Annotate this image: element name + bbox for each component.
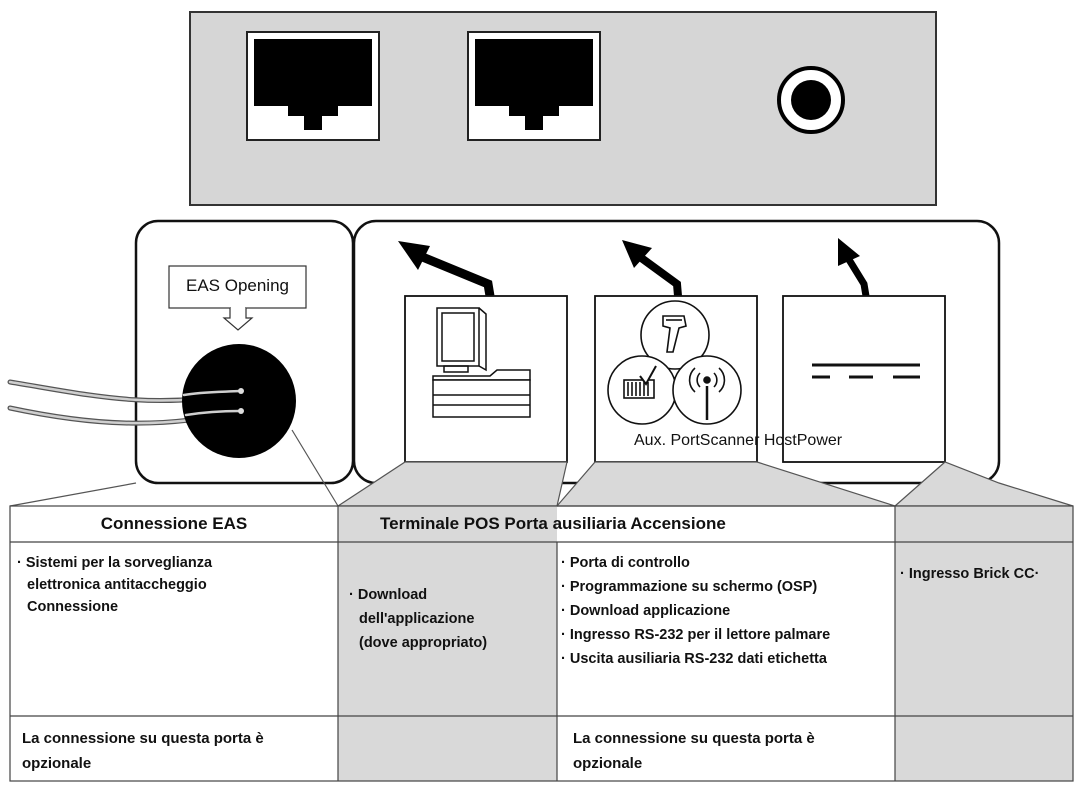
- aux-optional-note: La connessione su questa porta è opziona…: [573, 726, 815, 776]
- pos-feature-line: dell'applicazione: [359, 611, 475, 627]
- eas-cable-end-icon: [182, 389, 242, 417]
- header-eas-connection: Connessione EAS: [100, 514, 248, 533]
- aux-feature-line: · Uscita ausiliaria RS-232 dati etichett…: [561, 651, 827, 667]
- arrow-to-pos-port-icon: [398, 241, 495, 297]
- note-line: La connessione su questa porta è: [573, 730, 815, 747]
- power-features-cell: · Ingresso Brick CC·: [900, 563, 1039, 585]
- aux-features-cell: · Porta di controllo · Programmazione su…: [561, 551, 830, 671]
- header-pos-aux-power: Terminale POS Porta ausiliaria Accension…: [380, 514, 726, 533]
- eas-optional-note: La connessione su questa porta è opziona…: [22, 726, 264, 776]
- dc-power-symbol-icon: [812, 363, 920, 379]
- pos-feature-line: · Download: [349, 587, 428, 603]
- eas-opening-disc: [182, 344, 296, 458]
- aux-feature-line: · Programmazione su schermo (OSP): [561, 579, 818, 595]
- port-labels-text: Aux. PortScanner HostPower: [634, 432, 843, 449]
- note-line: opzionale: [22, 755, 92, 772]
- power-feature-line: · Ingresso Brick CC·: [900, 566, 1040, 582]
- pos-features-cell: · Download dell'applicazione (dove appro…: [349, 583, 487, 655]
- perspective-lines: [9, 429, 1074, 507]
- eas-features-cell: · Sistemi per la sorveglianza elettronic…: [17, 552, 212, 618]
- aux-feature-line: · Ingresso RS-232 per il lettore palmare: [561, 627, 831, 643]
- arrow-to-power-jack-icon: [838, 238, 870, 297]
- eas-feature-line: elettronica antitaccheggio: [27, 577, 207, 593]
- feature-table: [9, 505, 1074, 782]
- scanner-host-icon: [607, 300, 742, 425]
- eas-feature-line: Connessione: [27, 599, 119, 615]
- arrow-to-aux-port-icon: [622, 240, 682, 297]
- power-jack-icon: [777, 66, 845, 134]
- eas-feature-line: · Sistemi per la sorveglianza: [17, 555, 213, 571]
- aux-feature-line: · Porta di controllo: [561, 555, 690, 571]
- rj45-port-aux-icon: [467, 31, 601, 141]
- note-line: La connessione su questa porta è: [22, 730, 264, 747]
- aux-feature-line: · Download applicazione: [561, 603, 731, 619]
- eas-opening-label: EAS Opening: [185, 276, 289, 295]
- rj45-port-pos-icon: [246, 31, 380, 141]
- pos-terminal-icon: [432, 307, 531, 418]
- pos-feature-line: (dove appropriato): [359, 635, 488, 651]
- power-box: [782, 295, 946, 463]
- note-line: opzionale: [573, 755, 643, 772]
- down-arrow-icon: [222, 308, 254, 331]
